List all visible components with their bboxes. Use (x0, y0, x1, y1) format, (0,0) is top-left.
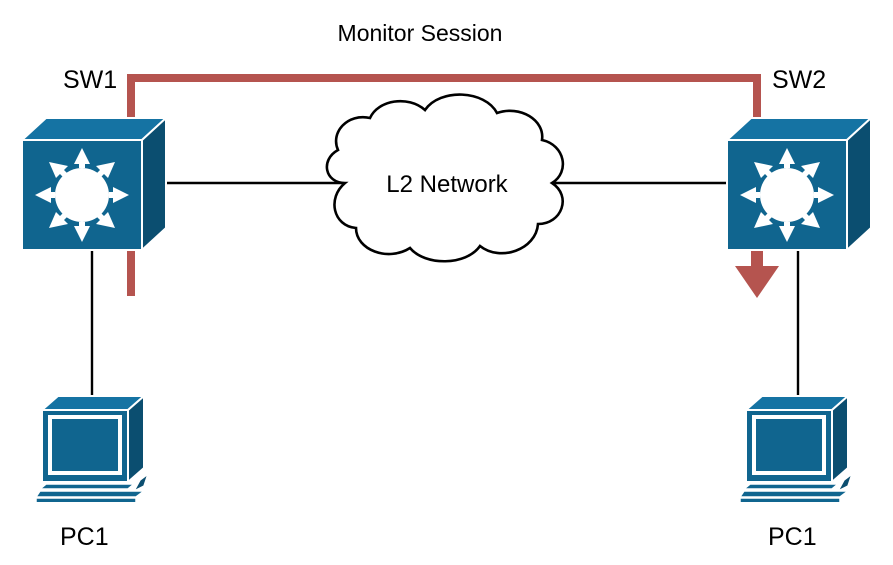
node-pc1-left[interactable]: PC1 (36, 394, 150, 551)
pc-icon[interactable] (740, 394, 854, 504)
node-sw2[interactable]: SW2 (726, 66, 872, 251)
node-label-pc1-right: PC1 (768, 523, 817, 551)
switch-icon[interactable] (21, 117, 167, 251)
node-label-pc1-left: PC1 (60, 523, 109, 551)
node-sw1[interactable]: SW1 (21, 66, 167, 251)
diagram-title: Monitor Session (338, 20, 503, 46)
node-label-sw2: SW2 (772, 66, 826, 94)
network-links (90, 181, 800, 397)
node-label-sw1: SW1 (63, 66, 117, 94)
switch-icon[interactable] (726, 117, 872, 251)
node-pc1-right[interactable]: PC1 (740, 394, 854, 551)
monitor-session-arrowhead-icon (735, 266, 779, 298)
cloud-shape-icon (325, 93, 565, 263)
l2-network-cloud: L2 Network (325, 93, 565, 263)
pc-icon[interactable] (36, 394, 150, 504)
cloud-label: L2 Network (386, 171, 508, 198)
